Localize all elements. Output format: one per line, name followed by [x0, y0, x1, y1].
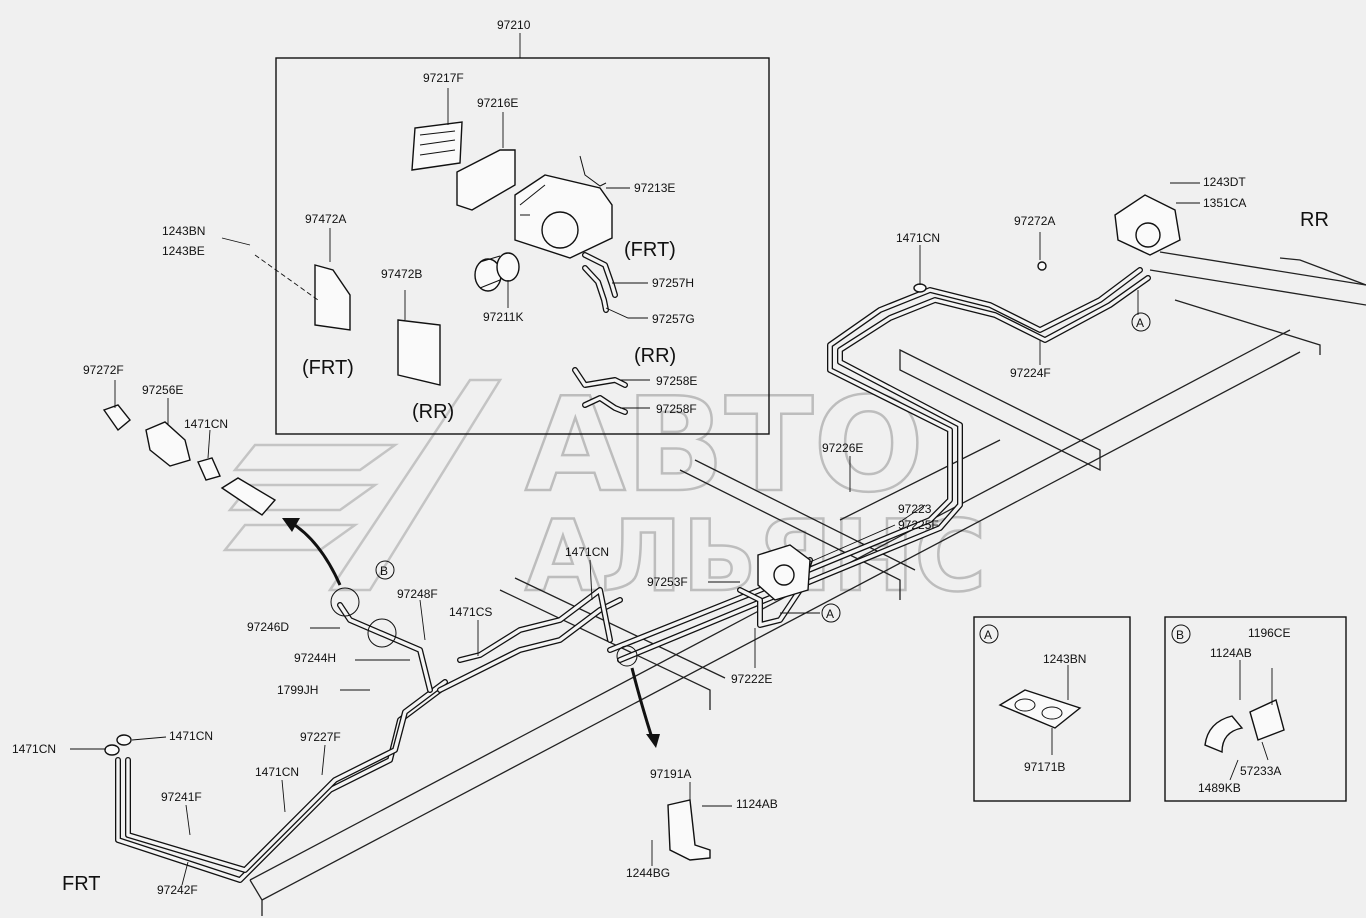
label-97248f: 97248F — [397, 587, 438, 601]
label-1471cn-fl: 1471CN — [169, 729, 213, 743]
detail-a-box: A — [973, 616, 1131, 802]
label-97272a: 97272A — [1014, 214, 1055, 228]
label-1243bn-a: 1243BN — [1043, 652, 1086, 666]
rear-mount-icon — [1114, 194, 1181, 256]
detail-a-marker: A — [984, 628, 992, 642]
part-labels: 97210 97217F 97216E 97213E 97472A 97472B… — [12, 18, 1290, 897]
label-bracket-rr: (RR) — [412, 401, 454, 423]
detail-b-marker: B — [1176, 628, 1184, 642]
label-heater-frt: (FRT) — [624, 239, 676, 261]
label-1351ca: 1351CA — [1203, 196, 1246, 210]
clamp-icon — [1204, 715, 1244, 754]
label-1799jh: 1799JH — [277, 683, 318, 697]
ref-markers: A A B — [375, 312, 1151, 623]
label-97210: 97210 — [497, 18, 531, 32]
marker-a-rear: A — [1136, 316, 1144, 330]
chassis-frame — [249, 251, 1366, 916]
label-1244bg: 1244BG — [626, 866, 670, 880]
label-97217f: 97217F — [423, 71, 464, 85]
label-97224f: 97224F — [1010, 366, 1051, 380]
plug-icon — [116, 734, 132, 746]
label-frt-corner: FRT — [62, 873, 101, 895]
label-97258f: 97258F — [656, 402, 697, 416]
label-1471cn-left: 1471CN — [184, 417, 228, 431]
heater-assembly-box — [275, 57, 770, 435]
label-97257g: 97257G — [652, 312, 695, 326]
blower-housing-icon — [514, 174, 613, 259]
orientation-labels: (FRT) (RR) (FRT) (RR) RR FRT — [62, 209, 1329, 895]
label-97216e: 97216E — [477, 96, 518, 110]
label-97223: 97223 — [898, 502, 932, 516]
blower-motor-icon — [474, 252, 520, 292]
label-1124ab-b: 1124AB — [1210, 646, 1252, 660]
label-97256e: 97256E — [142, 383, 183, 397]
marker-b: B — [380, 564, 388, 578]
mid-mount-icon — [757, 544, 811, 601]
label-1243be: 1243BE — [162, 244, 205, 258]
heater-core-icon — [456, 149, 516, 211]
fuel-connector-icon — [102, 404, 277, 516]
arrow-icon — [289, 520, 342, 586]
label-heater-rr: (RR) — [634, 345, 676, 367]
label-bracket-frt: (FRT) — [302, 357, 354, 379]
label-1471cn-fl2: 1471CN — [12, 742, 56, 756]
label-1124ab-low: 1124AB — [736, 797, 778, 811]
label-97227f: 97227F — [300, 730, 341, 744]
label-97171b: 97171B — [1024, 760, 1065, 774]
label-97225f: 97225F — [898, 518, 939, 532]
label-57233a: 57233A — [1240, 764, 1281, 778]
label-97272f: 97272F — [83, 363, 124, 377]
label-rr-corner: RR — [1300, 209, 1329, 231]
clip-bracket-icon — [1249, 699, 1285, 741]
label-1489kb: 1489KB — [1198, 781, 1241, 795]
label-1196ce: 1196CE — [1248, 626, 1290, 640]
label-97253f: 97253F — [647, 575, 688, 589]
label-97244h: 97244H — [294, 651, 336, 665]
leader-lines — [70, 33, 1200, 886]
label-97258e: 97258E — [656, 374, 697, 388]
watermark-logo-icon — [222, 378, 503, 592]
marker-a-mid: A — [826, 607, 834, 621]
label-97246d: 97246D — [247, 620, 289, 634]
label-1471cn-top: 1471CN — [896, 231, 940, 245]
label-97191a: 97191A — [650, 767, 691, 781]
label-97211k: 97211K — [483, 310, 523, 324]
label-1471cs: 1471CS — [449, 605, 492, 619]
air-filter-icon — [411, 121, 463, 171]
label-1243dt: 1243DT — [1203, 175, 1246, 189]
bracket-97191a-icon — [667, 799, 711, 861]
label-97213e: 97213E — [634, 181, 675, 195]
parts — [102, 57, 1181, 861]
label-1471cn-mid: 1471CN — [565, 545, 609, 559]
wire-connector-icon — [579, 155, 607, 187]
label-97242f: 97242F — [157, 883, 198, 897]
label-97257h: 97257H — [652, 276, 694, 290]
label-97472a: 97472A — [305, 212, 346, 226]
label-1243bn-top: 1243BN — [162, 224, 205, 238]
label-97226e: 97226E — [822, 441, 863, 455]
label-97472b: 97472B — [381, 267, 422, 281]
watermark-line1: АВТО — [525, 369, 924, 521]
bracket-frt-icon — [314, 264, 351, 331]
label-97222e: 97222E — [731, 672, 772, 686]
label-1471cn-low: 1471CN — [255, 765, 299, 779]
label-97241f: 97241F — [161, 790, 202, 804]
detail-b-box: B — [1164, 616, 1347, 802]
bracket-rr-icon — [397, 319, 441, 386]
